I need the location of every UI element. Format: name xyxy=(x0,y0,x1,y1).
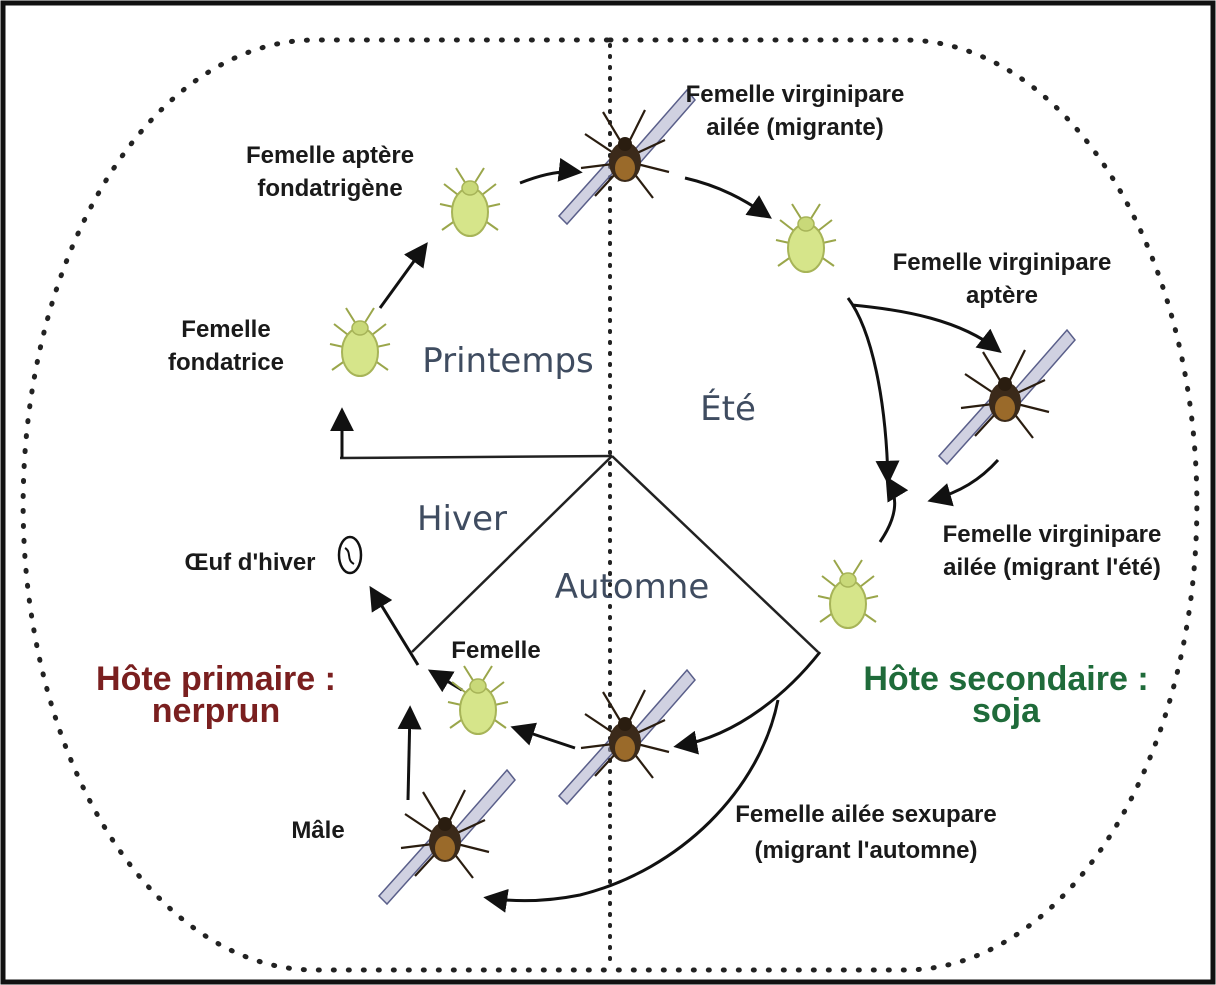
male-label: Mâle xyxy=(291,817,344,844)
winter-egg-icon xyxy=(337,535,363,575)
ete-aphid-icon xyxy=(817,559,879,629)
secondary-host-name: soja xyxy=(972,692,1041,730)
season-autumn-label: Automne xyxy=(555,567,710,607)
aptere-label-line2: aptère xyxy=(966,282,1038,309)
primary-host-label: Hôte primaire : xyxy=(96,660,336,698)
fondatrice-aphid-icon xyxy=(329,307,391,377)
lifecycle-arrows xyxy=(330,157,1002,913)
secondary-host-label: Hôte secondaire : xyxy=(863,660,1148,698)
sexupare-label-line2: (migrant l'automne) xyxy=(754,837,977,864)
season-dividers xyxy=(339,454,819,653)
winter-egg-label: Œuf d'hiver xyxy=(184,549,315,576)
ete-winged-aphid-icon xyxy=(937,328,1077,466)
fondatrice-label-line2: fondatrice xyxy=(168,349,284,376)
femelle-aphid-icon xyxy=(447,665,509,735)
season-summer-label: Été xyxy=(700,388,756,429)
fondatrigene-label-line1: Femelle aptère xyxy=(246,142,414,169)
fondatrigene-aphid-icon xyxy=(439,167,501,237)
fondatrigene-label-line2: fondatrigène xyxy=(257,175,402,202)
sexupare-winged-aphid-icon xyxy=(557,668,697,806)
season-spring-label: Printemps xyxy=(422,341,594,381)
femelle-label: Femelle xyxy=(451,637,540,664)
ecosystem-boundary xyxy=(20,37,1200,973)
ete-label-line1: Femelle virginipare xyxy=(943,521,1162,548)
sexupare-label-line1: Femelle ailée sexupare xyxy=(735,801,997,828)
aptere-label-line1: Femelle virginipare xyxy=(893,249,1112,276)
ete-label-line2: ailée (migrant l'été) xyxy=(943,554,1161,581)
fondatrice-label-line1: Femelle xyxy=(181,316,270,343)
aptere-aphid-icon xyxy=(775,203,837,273)
male-winged-aphid-icon xyxy=(377,768,517,906)
migrante-label-line1: Femelle virginipare xyxy=(686,81,905,108)
season-winter-label: Hiver xyxy=(417,499,507,539)
primary-host-name: nerprun xyxy=(152,692,280,730)
migrante-winged-aphid-icon xyxy=(557,88,697,226)
migrante-label-line2: ailée (migrante) xyxy=(706,114,883,141)
